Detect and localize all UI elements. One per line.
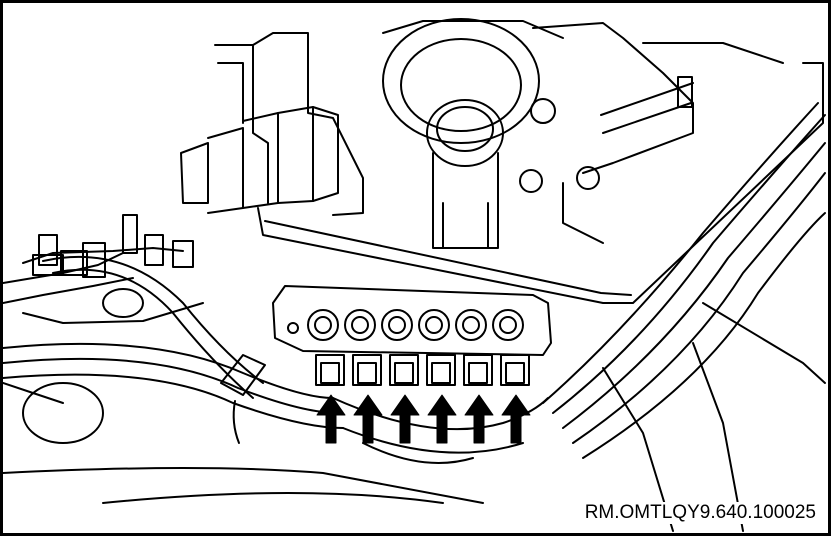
arrow-up-icon [353, 394, 383, 444]
bolt-bracket [272, 285, 552, 386]
bolt [381, 309, 413, 341]
upper-housing [180, 18, 824, 304]
terminal-row [315, 354, 530, 386]
bolt [492, 309, 524, 341]
bolt [418, 309, 450, 341]
bolt [307, 309, 339, 341]
technical-illustration [3, 18, 826, 532]
figure-reference-code: RM.OMTLQY9.640.100025 [582, 502, 818, 524]
indicator-arrows [316, 394, 531, 444]
bolt [455, 309, 487, 341]
cable-harness [3, 102, 826, 532]
bolt-row [307, 309, 524, 341]
arrow-up-icon [427, 394, 457, 444]
arrow-up-icon [390, 394, 420, 444]
arrow-up-icon [464, 394, 494, 444]
bolt [344, 309, 376, 341]
arrow-up-icon [501, 394, 531, 444]
left-fittings [3, 214, 204, 444]
arrow-up-icon [316, 394, 346, 444]
